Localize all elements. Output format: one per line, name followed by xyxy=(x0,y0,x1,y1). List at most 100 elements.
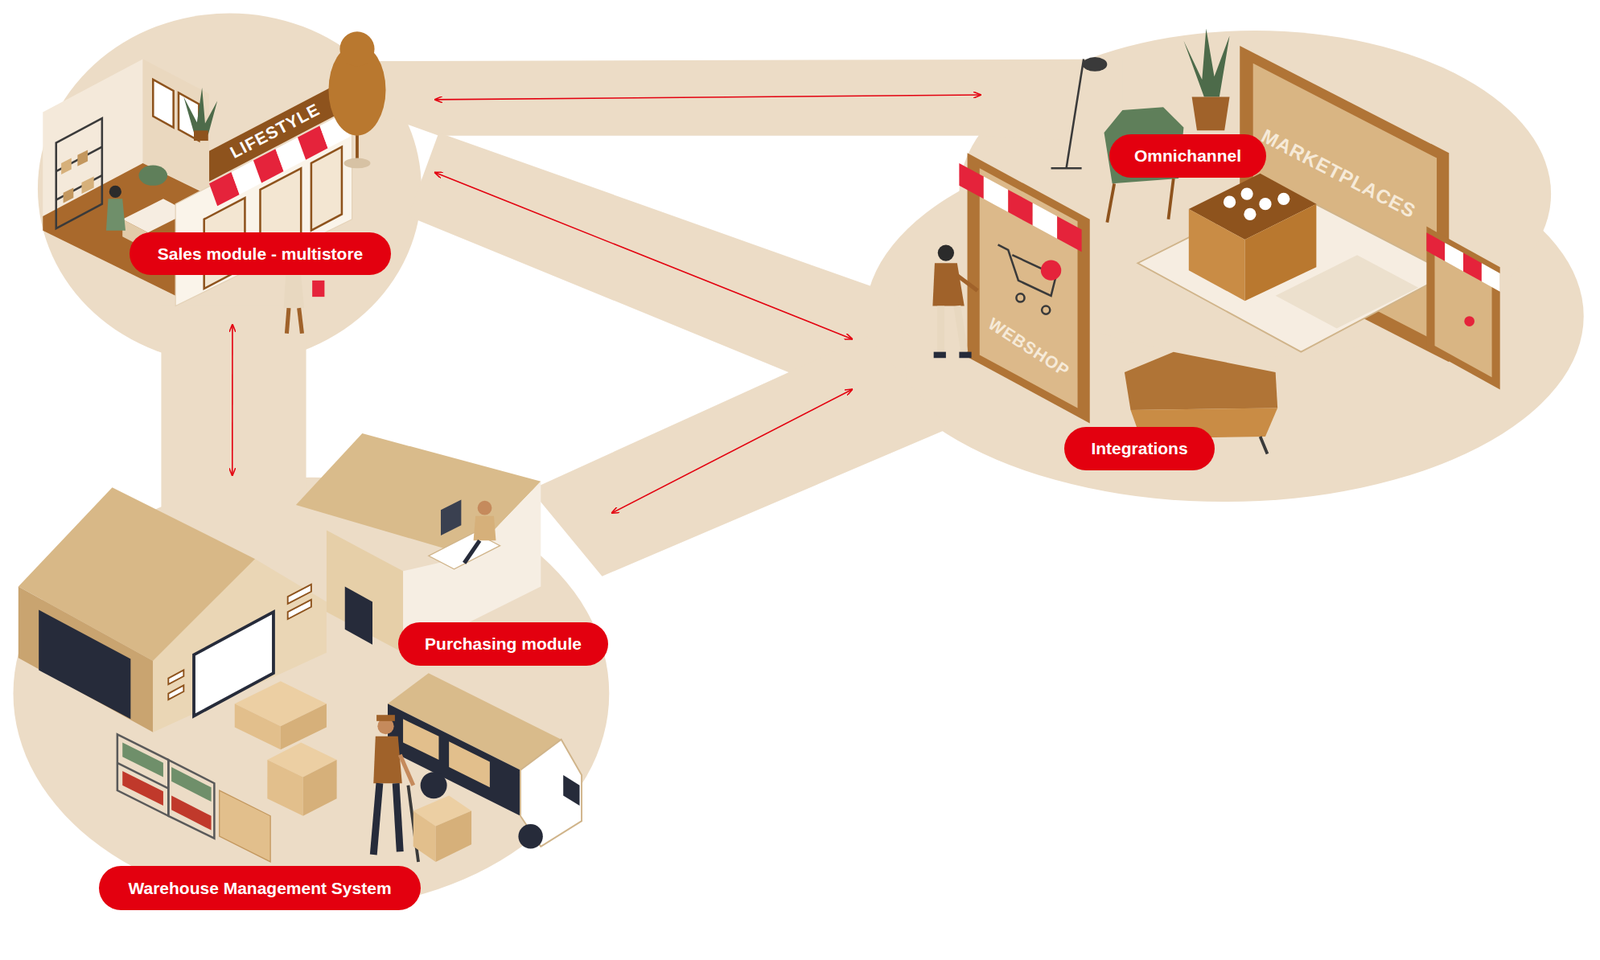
chair xyxy=(1106,183,1115,223)
module-label: Omnichannel xyxy=(1109,134,1267,178)
awning-stripe xyxy=(1057,216,1082,252)
warehouse-door xyxy=(38,610,131,720)
ground-area xyxy=(12,477,609,911)
flow-arrow xyxy=(434,172,853,340)
module-label: Purchasing module xyxy=(398,622,609,667)
person xyxy=(283,275,305,309)
warehouse-wall xyxy=(18,586,153,733)
flow-arrow xyxy=(611,389,853,514)
awning-stripe xyxy=(1444,242,1464,272)
truck-box xyxy=(403,719,439,761)
person xyxy=(932,263,964,306)
person xyxy=(286,308,289,334)
shelf-goods xyxy=(122,771,164,807)
plant-pot xyxy=(193,130,209,141)
box-stack xyxy=(219,790,271,863)
module-zone: Sales module - multistore xyxy=(48,32,435,325)
warehouse-vent xyxy=(287,600,312,620)
worker xyxy=(373,783,380,856)
module-label: Integrations xyxy=(1064,427,1215,471)
shelf-unit xyxy=(117,734,169,816)
parcel-box xyxy=(1188,209,1246,301)
plant xyxy=(1183,28,1230,98)
person xyxy=(957,275,978,291)
shelf-unit xyxy=(56,175,103,200)
chair xyxy=(1168,178,1173,220)
awning-stripe xyxy=(1481,263,1501,293)
bottle xyxy=(1240,187,1253,200)
module-label: Warehouse Management System xyxy=(98,866,421,911)
awning-stripe xyxy=(958,163,984,199)
shelf-goods xyxy=(63,187,75,203)
path-band xyxy=(530,337,950,577)
flow-arrow xyxy=(231,324,234,477)
store-chair xyxy=(139,164,169,186)
worker xyxy=(373,736,403,784)
person xyxy=(299,308,303,334)
armchair xyxy=(1124,352,1278,411)
cart-badge xyxy=(1464,316,1475,327)
ground xyxy=(12,12,1584,910)
box-stack xyxy=(267,760,303,817)
floor-lamp xyxy=(1082,57,1107,72)
tree-crown xyxy=(339,31,375,66)
awning-stripe xyxy=(983,176,1008,212)
tree-base xyxy=(343,158,371,169)
truck-wheel xyxy=(420,772,448,799)
tablet-frame xyxy=(1426,226,1500,391)
bottle xyxy=(1243,208,1256,221)
person xyxy=(957,306,965,353)
store-door xyxy=(311,147,342,231)
path-band xyxy=(160,306,306,511)
illustration-group xyxy=(12,12,1584,910)
phone-screen xyxy=(979,168,1078,408)
shelf-goods xyxy=(61,158,72,175)
worker xyxy=(395,783,400,852)
floor-lamp xyxy=(1066,59,1085,169)
shelf-goods xyxy=(171,795,211,831)
box-stack xyxy=(435,810,472,862)
truck-box xyxy=(448,741,490,788)
awning-stripe xyxy=(1463,253,1482,283)
warehouse-vent xyxy=(168,670,184,685)
computer-screen xyxy=(440,500,461,536)
shelf-goods xyxy=(122,742,164,778)
person xyxy=(106,198,126,231)
person xyxy=(477,501,493,516)
plant-pot xyxy=(1192,97,1230,132)
truck-wheel xyxy=(518,824,543,849)
tablet-screen xyxy=(1435,240,1493,378)
awning-stripe xyxy=(1032,202,1058,239)
phone-frame xyxy=(967,152,1090,424)
awning-stripe xyxy=(1007,189,1033,226)
shelf-unit xyxy=(168,760,214,840)
person xyxy=(473,516,497,541)
box-stack xyxy=(413,810,436,862)
worker xyxy=(376,715,395,722)
module-zone: Purchasing module xyxy=(353,450,612,676)
warehouse-vent xyxy=(168,685,184,700)
module-zone: Omnichannel xyxy=(981,32,1529,266)
parcel-box xyxy=(1245,204,1317,302)
shelf-goods xyxy=(171,767,211,803)
office-door xyxy=(345,586,373,645)
worker xyxy=(399,755,413,786)
shelf-goods xyxy=(77,149,88,166)
person xyxy=(109,185,122,198)
person xyxy=(937,306,945,353)
cart-badge xyxy=(1040,259,1062,280)
awning-stripe xyxy=(1426,232,1445,262)
bottle xyxy=(1223,196,1236,209)
armchair xyxy=(1260,436,1268,455)
shelf-unit xyxy=(56,118,103,229)
path-band xyxy=(367,59,1123,144)
shopping-bag xyxy=(312,280,325,297)
box-stack xyxy=(234,703,281,750)
person xyxy=(937,244,955,261)
cart-icon xyxy=(1015,293,1025,302)
bottle xyxy=(1277,193,1290,206)
bottle xyxy=(1258,197,1271,210)
truck-window xyxy=(563,775,580,807)
person xyxy=(933,352,947,359)
